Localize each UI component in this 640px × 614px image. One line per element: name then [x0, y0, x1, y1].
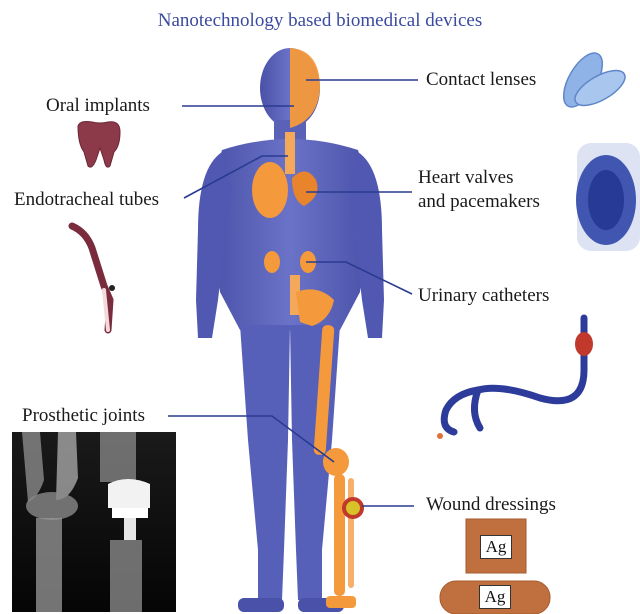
label-contact-lenses: Contact lenses — [426, 68, 536, 91]
tibia — [334, 474, 345, 596]
dressing-label-top: Ag — [480, 535, 512, 559]
left-lung — [252, 162, 288, 218]
left-leg — [240, 325, 290, 600]
foot-bones — [326, 596, 356, 608]
label-endotracheal-tubes: Endotracheal tubes — [14, 188, 159, 211]
label-oral-implants: Oral implants — [46, 94, 150, 117]
trachea — [285, 132, 295, 174]
knee — [323, 448, 349, 476]
label-wound-dressings: Wound dressings — [426, 493, 556, 516]
label-prosthetic-joints: Prosthetic joints — [22, 404, 145, 427]
left-foot — [238, 598, 284, 612]
wound-marker — [344, 499, 362, 517]
left-kidney — [264, 251, 280, 273]
label-urinary-catheters: Urinary catheters — [418, 284, 549, 307]
urinary-catheter-icon — [437, 318, 593, 439]
endotracheal-tube-icon — [72, 226, 115, 330]
skull-half — [290, 48, 320, 128]
knee-xray-image — [12, 432, 176, 612]
label-heart-valves-1: Heart valves — [418, 166, 513, 189]
label-heart-valves-2: and pacemakers — [418, 190, 540, 213]
contact-lens-icon — [556, 47, 630, 113]
fibula — [348, 478, 354, 588]
dressing-label-bottom: Ag — [479, 585, 511, 609]
heart-valve-icon — [576, 143, 640, 251]
tooth-icon — [78, 122, 120, 168]
